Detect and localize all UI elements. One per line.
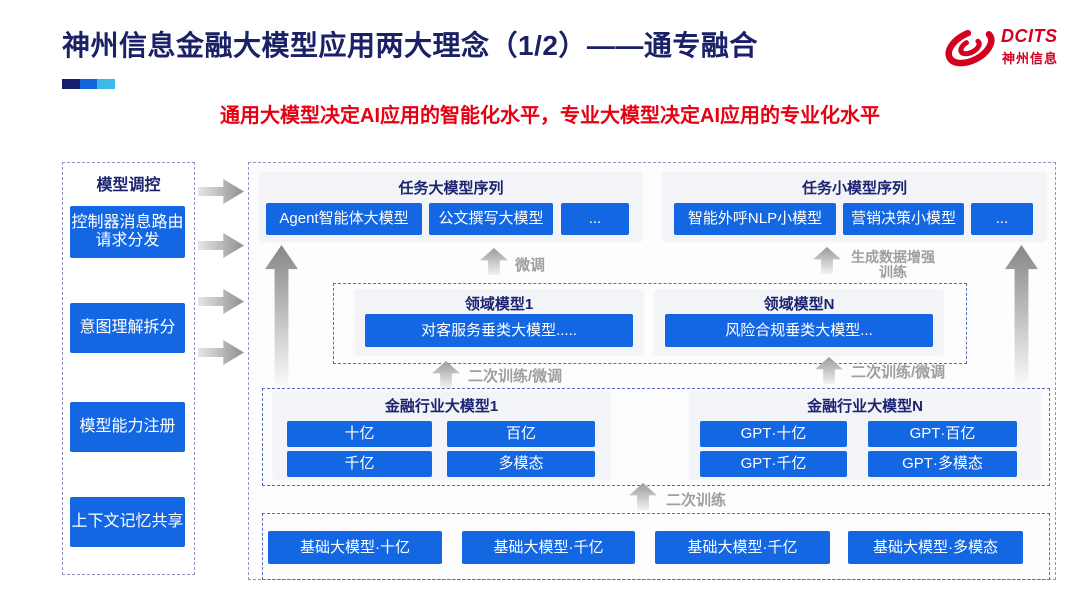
title-accent-bar [62,79,116,89]
node-base-model-hundred-billion-1: 基础大模型·千亿 [462,531,635,564]
second-training-label: 二次训练 [666,492,727,509]
gen-data-label: 生成数据增强训练 [851,249,935,280]
finetune-label: 微调 [515,257,546,274]
task-large-model-title: 任务大模型序列 [398,180,504,197]
model-control-title: 模型调控 [96,177,161,194]
domain-model-1-title: 领域模型1 [464,296,534,313]
node-ten-billion: 百亿 [447,421,595,447]
sidebar-item-controller-routing: 控制器消息路由请求分发 [70,206,185,258]
node-multimodal: 多模态 [447,451,595,477]
node-gpt-ten-billion: GPT·百亿 [868,421,1017,447]
connector-arrow-icon [198,233,244,258]
base-models-container [262,513,1050,580]
brand-name: DCITS [1001,26,1058,46]
connector-arrow-icon [198,289,244,314]
slide-subtitle: 通用大模型决定AI应用的智能化水平，专业大模型决定AI应用的专业化水平 [220,105,880,127]
industry-model-1-title: 金融行业大模型1 [384,398,499,415]
brand-name-cn: 神州信息 [1002,51,1059,66]
node-agent-large-model: Agent智能体大模型 [266,203,422,235]
domain-models-container [333,283,967,364]
dcits-swoosh-icon [945,27,995,67]
node-gpt-hundred-billion: GPT·千亿 [700,451,847,477]
industry-models-container [262,388,1050,486]
node-risk-compliance-model: 风险合规垂类大模型... [665,314,933,347]
accent-bar-mid [79,79,98,89]
second-training-right-label: 二次训练/微调 [851,364,946,381]
node-customer-service-model: 对客服务垂类大模型..... [365,314,633,347]
accent-bar-dark [62,79,80,89]
connector-arrow-icon [198,179,244,204]
sidebar-item-context-memory: 上下文记忆共享 [70,497,185,547]
second-training-left-label: 二次训练/微调 [468,368,563,385]
sidebar-item-capability-register: 模型能力注册 [70,402,185,452]
node-task-small-more: ... [971,203,1033,235]
accent-bar-light [97,79,116,89]
node-outbound-nlp-model: 智能外呼NLP小模型 [674,203,836,235]
industry-model-n-title: 金融行业大模型N [807,398,923,415]
brand-logo: DCITS 神州信息 [943,22,1073,72]
node-base-model-billion: 基础大模型·十亿 [268,531,442,564]
node-base-model-multimodal: 基础大模型·多模态 [848,531,1023,564]
node-marketing-decision-model: 营销决策小模型 [843,203,964,235]
sidebar-item-intent-split: 意图理解拆分 [70,303,185,353]
domain-model-n-title: 领域模型N [763,296,835,313]
node-hundred-billion: 千亿 [287,451,432,477]
connector-arrow-icon [198,340,244,365]
node-billion: 十亿 [287,421,432,447]
node-document-writing-model: 公文撰写大模型 [429,203,553,235]
node-gpt-multimodal: GPT·多模态 [868,451,1017,477]
node-base-model-hundred-billion-2: 基础大模型·千亿 [655,531,830,564]
page-title: 神州信息金融大模型应用两大理念（1/2）——通专融合 [62,30,758,61]
node-task-large-more: ... [561,203,629,235]
node-gpt-billion: GPT·十亿 [700,421,847,447]
task-small-model-title: 任务小模型序列 [801,180,907,197]
